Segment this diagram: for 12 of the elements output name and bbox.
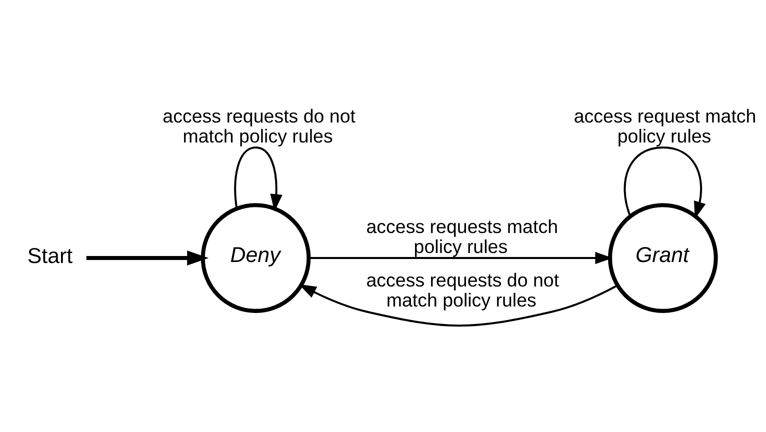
arrow — [308, 251, 613, 264]
edge-label: access requests do not match policy rules — [366, 268, 560, 310]
arrow — [86, 250, 209, 266]
edge-label: access request match policy rules — [574, 104, 756, 146]
node-circle: Grant — [608, 202, 718, 312]
edge-label: access requests match policy rules — [366, 215, 558, 256]
edge-label: access requests do not match policy rules — [162, 104, 356, 146]
arrow — [234, 146, 282, 212]
arrow — [624, 146, 706, 218]
arrow — [298, 284, 618, 326]
node-circle: Deny — [200, 202, 311, 312]
node-text: Start — [27, 244, 73, 268]
